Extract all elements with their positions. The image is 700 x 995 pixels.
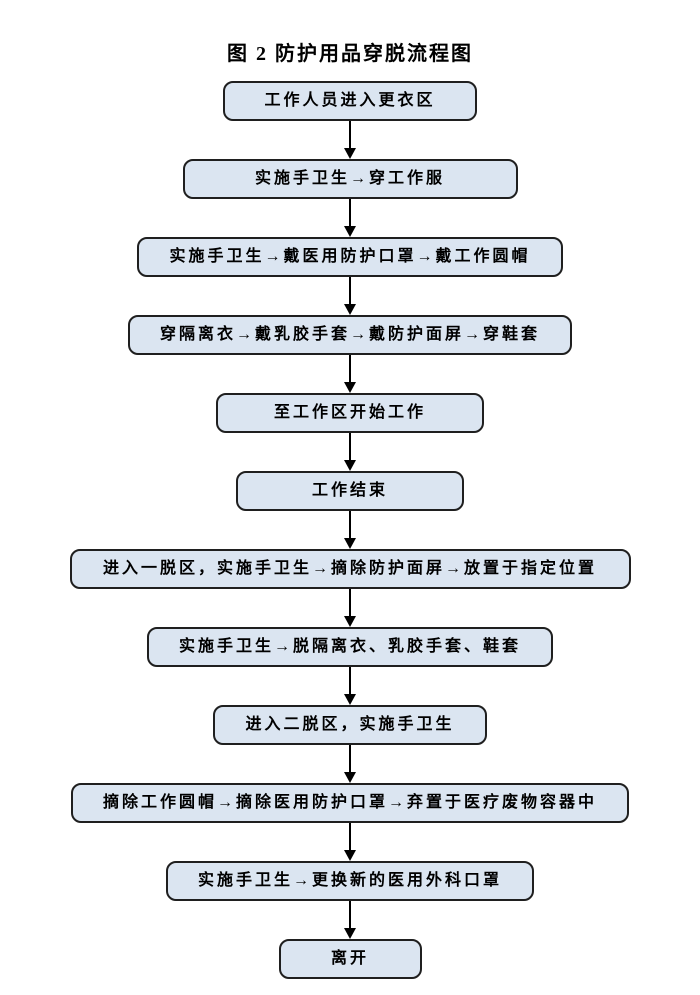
flow-step-enter-changing-area: 工作人员进入更衣区 xyxy=(223,81,477,121)
flow-step-label: 实施手卫生→穿工作服 xyxy=(254,170,445,187)
flow-step-second-doffing-area: 进入二脱区，实施手卫生 xyxy=(213,705,487,745)
flow-step-remove-gown-gloves-covers: 实施手卫生→脱隔离衣、乳胶手套、鞋套 xyxy=(146,627,553,667)
flow-step-new-surgical-mask: 实施手卫生→更换新的医用外科口罩 xyxy=(165,861,534,901)
down-arrow-icon xyxy=(343,745,357,783)
down-arrow-icon xyxy=(343,121,357,159)
flow-step-first-doffing-area: 进入一脱区，实施手卫生→摘除防护面屏→放置于指定位置 xyxy=(69,549,631,589)
flow-step-label: 离开 xyxy=(330,950,369,967)
down-arrow-icon xyxy=(343,199,357,237)
flow-step-label: 工作人员进入更衣区 xyxy=(264,92,436,109)
flow-step-gown-gloves-shield-covers: 穿隔离衣→戴乳胶手套→戴防护面屏→穿鞋套 xyxy=(127,315,572,355)
down-arrow-icon xyxy=(343,823,357,861)
flow-step-hand-hygiene-work-clothes: 实施手卫生→穿工作服 xyxy=(182,159,518,199)
down-arrow-icon xyxy=(343,901,357,939)
flow-step-label: 实施手卫生→脱隔离衣、乳胶手套、鞋套 xyxy=(178,638,521,655)
flow-step-label: 至工作区开始工作 xyxy=(273,404,426,421)
flow-step-work-finished: 工作结束 xyxy=(236,471,464,511)
down-arrow-icon xyxy=(343,667,357,705)
flow-step-mask-cap: 实施手卫生→戴医用防护口罩→戴工作圆帽 xyxy=(137,237,563,277)
flow-step-remove-cap-mask-dispose: 摘除工作圆帽→摘除医用防护口罩→弃置于医疗废物容器中 xyxy=(70,783,629,823)
down-arrow-icon xyxy=(343,433,357,471)
flow-step-label: 摘除工作圆帽→摘除医用防护口罩→弃置于医疗废物容器中 xyxy=(102,794,597,811)
flow-step-leave: 离开 xyxy=(278,939,422,979)
down-arrow-icon xyxy=(343,355,357,393)
down-arrow-icon xyxy=(343,511,357,549)
down-arrow-icon xyxy=(343,277,357,315)
figure-title: 图 2 防护用品穿脱流程图 xyxy=(227,43,473,65)
flow-step-label: 穿隔离衣→戴乳胶手套→戴防护面屏→穿鞋套 xyxy=(159,326,540,343)
flow-step-label: 工作结束 xyxy=(311,482,388,499)
flowchart: 工作人员进入更衣区 实施手卫生→穿工作服 实施手卫生→戴医用防护口罩→戴工作圆帽… xyxy=(0,81,700,979)
flow-step-start-work: 至工作区开始工作 xyxy=(216,393,484,433)
flow-step-label: 进入二脱区，实施手卫生 xyxy=(245,716,455,733)
flow-step-label: 实施手卫生→更换新的医用外科口罩 xyxy=(197,872,502,889)
flow-step-label: 进入一脱区，实施手卫生→摘除防护面屏→放置于指定位置 xyxy=(102,560,597,577)
down-arrow-icon xyxy=(343,589,357,627)
flow-step-label: 实施手卫生→戴医用防护口罩→戴工作圆帽 xyxy=(169,248,531,265)
